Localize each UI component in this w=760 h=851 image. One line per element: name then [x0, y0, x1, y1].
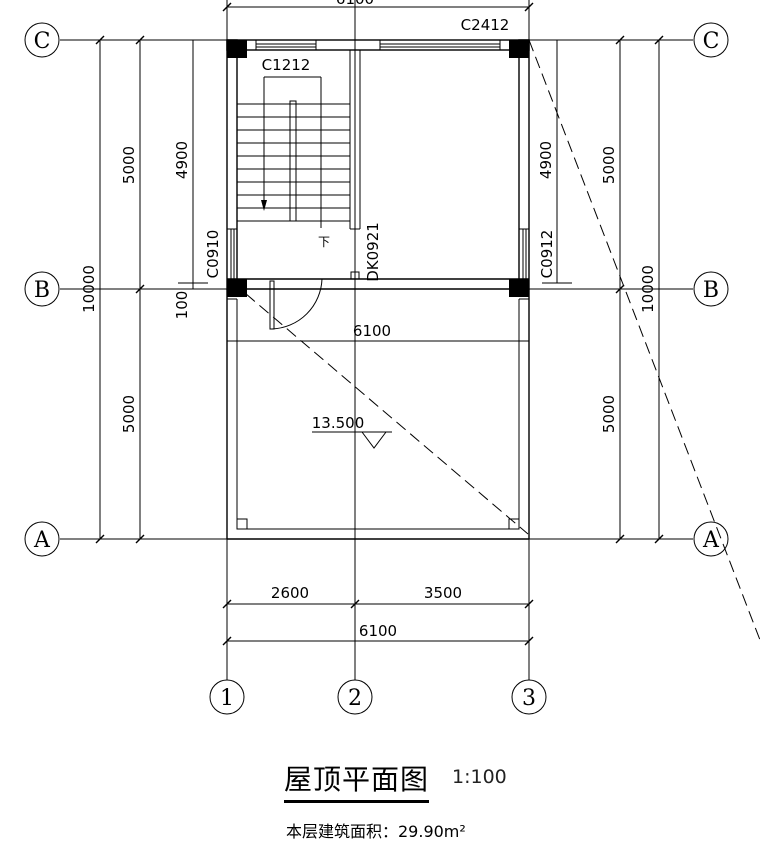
roof-slope-line [231, 281, 529, 535]
drawing-title: 屋顶平面图 [284, 758, 430, 803]
dim-bottom-right: 3500 [424, 584, 462, 602]
grid-lines [60, 0, 693, 680]
dim-right-lower: 5000 [600, 395, 618, 433]
stair-down-label: 下 [318, 235, 330, 249]
door-swing [269, 278, 323, 330]
elevation-mark [312, 431, 392, 449]
dim-left-lower: 5000 [120, 395, 138, 433]
dim-top-overall: 6100 [336, 0, 374, 8]
label-c0912: C0912 [538, 230, 556, 279]
label-dk0921: DK0921 [364, 222, 382, 282]
svg-text:A: A [702, 528, 720, 553]
window-c1212 [255, 39, 317, 51]
axis-bubble-A-left: A [24, 521, 60, 557]
svg-text:C: C [34, 29, 51, 54]
axis-bubble-B-right: B [693, 271, 729, 307]
svg-text:B: B [34, 278, 50, 303]
svg-text:3: 3 [522, 686, 536, 711]
axis-bubble-C-right: C [693, 22, 729, 58]
axis-bubble-2: 2 [337, 679, 373, 715]
elevation-label: 13.500 [312, 414, 365, 432]
dim-bottom-left: 2600 [271, 584, 309, 602]
label-c1212: C1212 [262, 56, 311, 74]
label-c0910: C0910 [204, 230, 222, 279]
axis-bubble-C-left: C [24, 22, 60, 58]
dim-mid-width: 6100 [353, 322, 391, 340]
dim-right-total: 10000 [639, 265, 657, 313]
dimension-lines [95, 2, 664, 646]
svg-text:2: 2 [348, 686, 362, 711]
roof-slope-line [528, 39, 760, 641]
axis-bubble-B-left: B [24, 271, 60, 307]
dim-right-upper: 5000 [600, 146, 618, 184]
label-c2412: C2412 [461, 16, 510, 34]
dim-right-inner: 4900 [537, 141, 555, 179]
walls [226, 39, 530, 540]
stairs [237, 76, 350, 228]
window-c0910 [226, 228, 238, 280]
svg-text:B: B [703, 278, 719, 303]
dim-left-small: 100 [173, 291, 191, 320]
floor-area: 本层建筑面积：29.90m² [286, 822, 466, 841]
axis-bubble-A-right: A [693, 521, 729, 557]
columns [227, 40, 529, 297]
svg-text:C: C [703, 29, 720, 54]
drawing-scale: 1:100 [452, 766, 507, 788]
window-c0912 [518, 228, 530, 280]
window-c2412 [379, 39, 501, 51]
dim-left-upper: 5000 [120, 146, 138, 184]
svg-text:1: 1 [220, 686, 234, 711]
axis-bubble-1: 1 [209, 679, 245, 715]
dim-left-inner: 4900 [173, 141, 191, 179]
dim-left-total: 10000 [80, 265, 98, 313]
dim-bottom-total: 6100 [359, 622, 397, 640]
svg-text:A: A [33, 528, 51, 553]
axis-bubble-3: 3 [511, 679, 547, 715]
